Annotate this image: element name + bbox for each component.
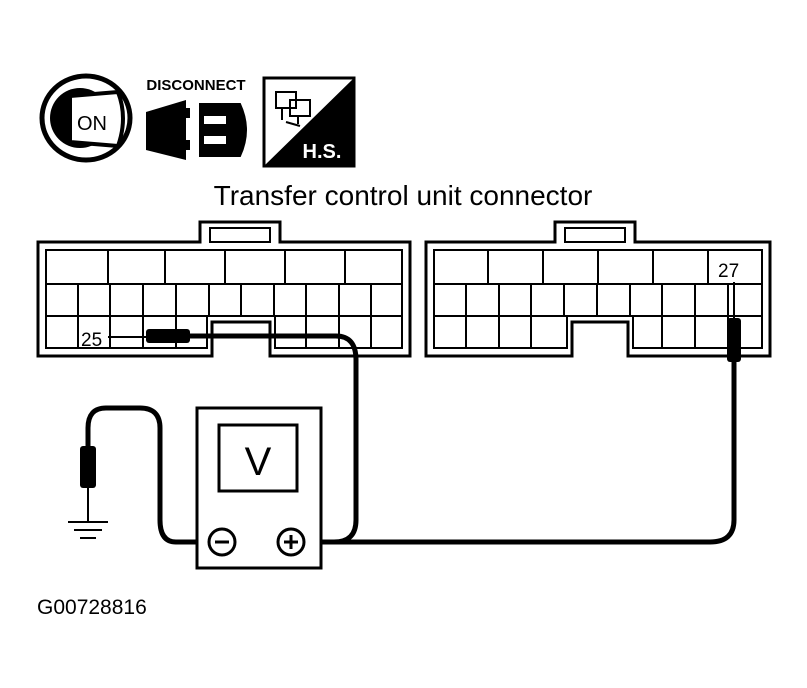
connector-title: Transfer control unit connector [214,180,593,211]
ground-lead-wire [85,405,207,545]
voltmeter: V [195,406,323,570]
right-connector [424,220,772,358]
pin-25-label: 25 [81,330,102,351]
ignition-on-icon: ON [39,73,133,163]
disconnect-icon: DISCONNECT [146,77,247,160]
harness-hs-label: H.S. [303,141,342,163]
meter-display-label: V [245,440,272,484]
probe-pin-25 [108,329,190,343]
probe-pin-27 [727,282,741,362]
figure-id: G00728816 [37,596,147,619]
right-lead-wire [334,362,737,545]
left-connector [36,220,412,358]
ignition-on-label: ON [77,113,107,135]
harness-hs-icon: H.S. [262,76,356,168]
pin-27-label: 27 [718,261,739,282]
disconnect-label: DISCONNECT [146,77,245,94]
plus-icon [284,535,298,549]
ground-icon [68,521,108,539]
ground-probe [80,446,96,522]
